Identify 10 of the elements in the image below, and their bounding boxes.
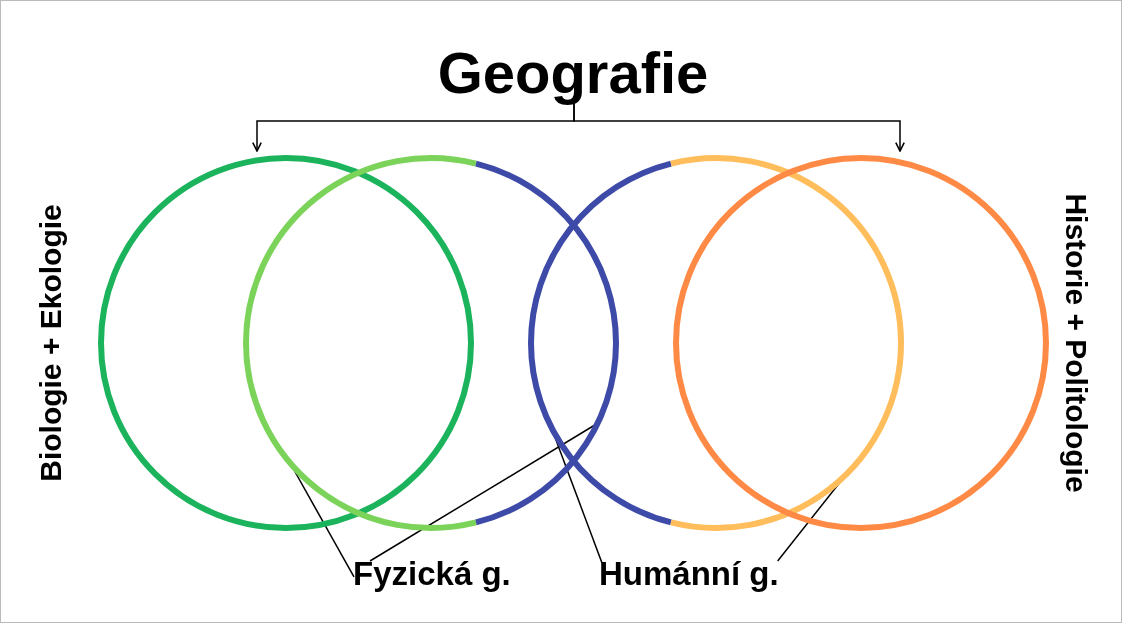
circle [525, 152, 907, 534]
branch-label: Humánní g. [599, 556, 779, 593]
circle [670, 152, 1052, 534]
side-label: Biologie + Ekologie [34, 204, 68, 482]
circle [95, 152, 477, 534]
side-label: Historie + Politologie [1059, 193, 1093, 493]
arrow [573, 103, 905, 152]
title: Geografie [437, 41, 709, 105]
branch-label: Fyzická g. [353, 556, 511, 593]
circle [240, 152, 622, 534]
